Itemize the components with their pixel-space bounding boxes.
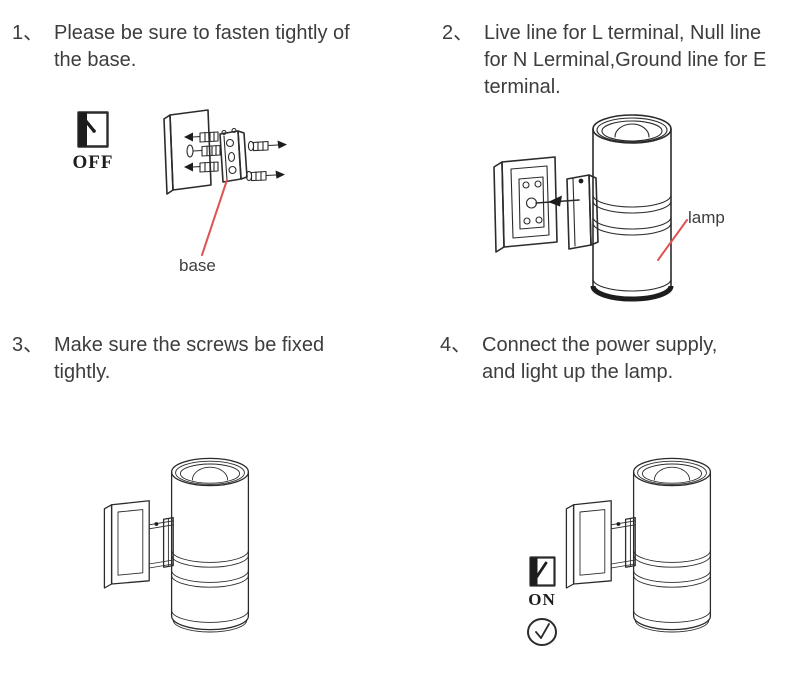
lamp-body: [170, 457, 250, 633]
base-bracket: [219, 127, 248, 183]
power-switch-off: OFF: [66, 111, 120, 174]
power-switch-on: ON: [516, 556, 568, 647]
step-3-illustration: [98, 448, 258, 640]
base-callout-label: base: [179, 256, 216, 275]
check-icon: [527, 618, 557, 646]
off-switch-label: OFF: [72, 152, 114, 173]
base-mounting-diagram: [163, 109, 287, 256]
lamp-bracket: [148, 516, 174, 569]
lamp-callout-line: [657, 219, 688, 261]
lamp-body: [590, 114, 674, 302]
step-2-instruction: Live line for L terminal, Null line for …: [484, 22, 767, 98]
lamp-bracket: [610, 516, 636, 569]
step-3-text: 3、 Make sure the screws be fixed tightly…: [12, 332, 384, 386]
lamp-body: [632, 457, 712, 633]
step-4-illustration: [560, 448, 720, 640]
lamp-callout-label: lamp: [688, 208, 725, 227]
step-4-text: 4、 Connect the power supply, and light u…: [440, 332, 792, 386]
step-4-number: 4、: [440, 334, 472, 356]
terminal-plate: [493, 156, 558, 253]
wall-plate: [565, 500, 612, 589]
step-3-number: 3、: [12, 334, 44, 356]
step-3-instruction: Make sure the screws be fixed tightly.: [54, 334, 325, 383]
base-callout-line: [201, 179, 228, 256]
step-1-text: 1、 Please be sure to fasten tightly of t…: [12, 20, 384, 74]
step-4-instruction: Connect the power supply, and light up t…: [482, 334, 718, 383]
step-2-number: 2、: [442, 22, 474, 44]
anchor-screw-middle: [186, 144, 221, 158]
step-2-text: 2、 Live line for L terminal, Null line f…: [442, 20, 794, 101]
lit-lamp-diagram: [565, 457, 712, 633]
wiring-diagram: [493, 114, 688, 302]
fixing-screw-bottom: [245, 170, 285, 182]
wall-plate: [103, 500, 150, 589]
on-switch-label: ON: [528, 590, 556, 609]
mounted-lamp-diagram: [103, 457, 250, 633]
on-switch-icon: [528, 556, 556, 587]
anchor-screw-bottom: [184, 161, 219, 173]
fixing-screw-top: [247, 140, 287, 152]
step-1-illustration: [160, 100, 300, 270]
wire-arrow: [535, 195, 580, 207]
anchor-screw-top: [184, 131, 219, 143]
step-1-number: 1、: [12, 22, 44, 44]
step-1-instruction: Please be sure to fasten tightly of the …: [54, 22, 350, 71]
step-2-illustration: [485, 95, 765, 302]
off-switch-icon: [77, 111, 109, 148]
